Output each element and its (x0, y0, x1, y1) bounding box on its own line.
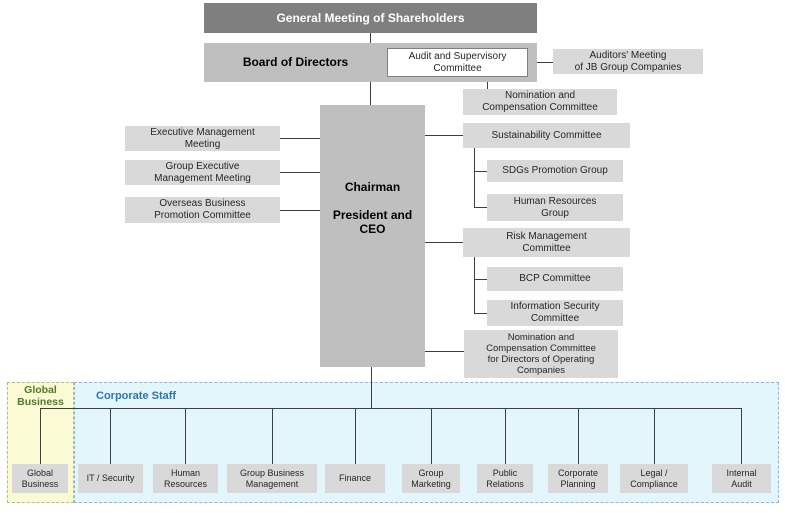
node-human-resources-group: Human Resources Group (487, 194, 623, 221)
node-sustainability-committee: Sustainability Committee (463, 123, 630, 148)
node-sdgs-promotion-group: SDGs Promotion Group (487, 160, 623, 182)
corporate-staff-region-label: Corporate Staff (96, 390, 177, 402)
node-dept-legal-compliance: Legal / Compliance (620, 464, 688, 493)
node-chairman-president-ceo: Chairman President and CEO (320, 105, 425, 367)
node-nomination-compensation-operating-companies: Nomination and Compensation Committee fo… (464, 330, 618, 378)
node-dept-corporate-planning: Corporate Planning (548, 464, 608, 493)
global-business-region-label: Global Business (17, 384, 64, 408)
node-dept-it-security: IT / Security (78, 464, 143, 493)
node-group-executive-management-meeting: Group Executive Management Meeting (125, 160, 280, 185)
node-dept-internal-audit: Internal Audit (712, 464, 771, 493)
node-dept-human-resources: Human Resources (153, 464, 218, 493)
node-general-meeting: General Meeting of Shareholders (204, 3, 537, 33)
node-dept-group-business-management: Group Business Management (227, 464, 317, 493)
node-board-of-directors-label: Board of Directors (242, 55, 349, 70)
node-overseas-business-promotion-committee: Overseas Business Promotion Committee (125, 197, 280, 223)
node-dept-finance: Finance (325, 464, 385, 493)
node-executive-management-meeting: Executive Management Meeting (125, 126, 280, 151)
node-nomination-compensation-committee: Nomination and Compensation Committee (463, 89, 617, 115)
node-auditors-meeting: Auditors' Meeting of JB Group Companies (553, 49, 703, 74)
node-risk-management-committee: Risk Management Committee (463, 228, 630, 257)
node-audit-supervisory-committee: Audit and Supervisory Committee (387, 48, 528, 77)
node-dept-public-relations: Public Relations (477, 464, 533, 493)
node-dept-global-business: Global Business (12, 464, 68, 493)
node-dept-group-marketing: Group Marketing (402, 464, 460, 493)
node-information-security-committee: Information Security Committee (487, 300, 623, 326)
node-bcp-committee: BCP Committee (487, 267, 623, 291)
